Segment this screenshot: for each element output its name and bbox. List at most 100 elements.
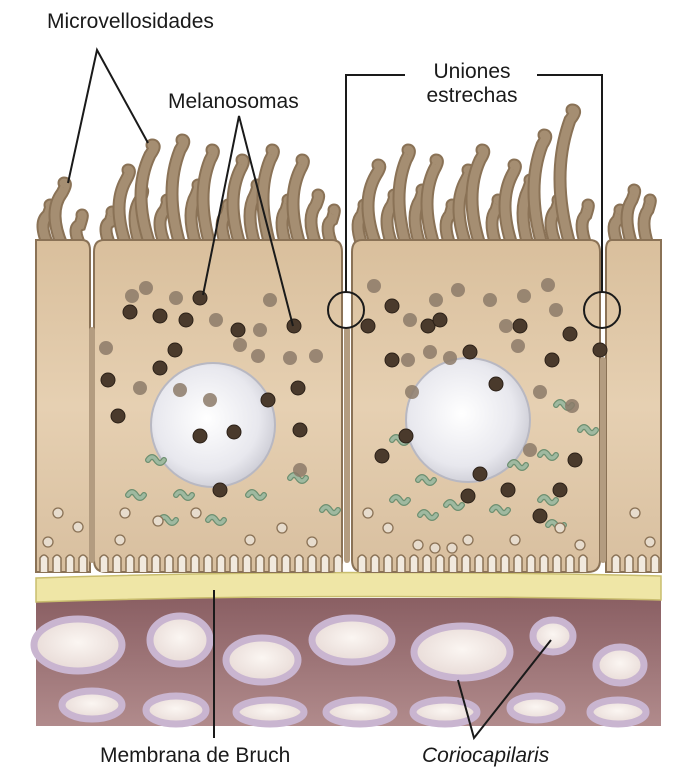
melanosome xyxy=(261,393,275,407)
basal-fold xyxy=(66,555,74,572)
melanosome xyxy=(541,278,555,292)
vesicle xyxy=(307,537,317,547)
basal-fold xyxy=(410,555,418,572)
melanosome xyxy=(293,463,307,477)
melanosome xyxy=(401,353,415,367)
melanosome xyxy=(545,353,559,367)
vesicle xyxy=(115,535,125,545)
basal-fold xyxy=(126,555,134,572)
vesicle xyxy=(447,543,457,553)
melanosome xyxy=(123,305,137,319)
capillary xyxy=(533,620,573,652)
basal-fold xyxy=(527,555,535,572)
melanosome xyxy=(533,385,547,399)
capillary xyxy=(596,647,644,683)
melanosome xyxy=(291,381,305,395)
capillary xyxy=(312,618,392,662)
basal-fold xyxy=(178,555,186,572)
capillary xyxy=(236,700,304,724)
basal-fold xyxy=(436,555,444,572)
basal-fold xyxy=(79,555,87,572)
basal-fold xyxy=(256,555,264,572)
basal-fold xyxy=(423,555,431,572)
capillary xyxy=(62,691,122,719)
basal-fold xyxy=(113,555,121,572)
melanosome xyxy=(399,429,413,443)
capillary xyxy=(414,626,510,678)
vesicle xyxy=(43,537,53,547)
melanosome xyxy=(139,281,153,295)
vesicle xyxy=(191,508,201,518)
bruch-membrane-band xyxy=(36,572,661,602)
melanosome xyxy=(253,323,267,337)
vesicle xyxy=(645,537,655,547)
basal-fold xyxy=(449,555,457,572)
basal-fold xyxy=(40,555,48,572)
vesicle xyxy=(73,522,83,532)
basal-fold xyxy=(295,555,303,572)
basal-fold xyxy=(243,555,251,572)
melanosome xyxy=(385,353,399,367)
melanosome xyxy=(513,319,527,333)
basal-fold xyxy=(282,555,290,572)
melanosome xyxy=(549,303,563,317)
basal-fold xyxy=(217,555,225,572)
melanosome xyxy=(209,313,223,327)
capillary xyxy=(34,619,122,671)
vesicle xyxy=(413,540,423,550)
melanosome xyxy=(483,293,497,307)
basal-fold xyxy=(100,555,108,572)
basal-fold xyxy=(53,555,61,572)
melanosome xyxy=(169,291,183,305)
basal-fold xyxy=(579,555,587,572)
basal-fold xyxy=(269,555,277,572)
basal-fold xyxy=(139,555,147,572)
vesicle xyxy=(120,508,130,518)
melanosome xyxy=(179,313,193,327)
melanosome xyxy=(125,289,139,303)
basal-fold xyxy=(553,555,561,572)
melanosome xyxy=(193,291,207,305)
cell-left-partial xyxy=(36,240,90,572)
basal-fold xyxy=(371,555,379,572)
capillary xyxy=(226,638,298,682)
melanosome xyxy=(283,351,297,365)
vesicle xyxy=(555,523,565,533)
melanosome xyxy=(287,319,301,333)
melanosome xyxy=(593,343,607,357)
label-melanosomes: Melanosomas xyxy=(168,90,299,114)
melanosome xyxy=(433,313,447,327)
melanosome xyxy=(153,361,167,375)
melanosome xyxy=(233,338,247,352)
melanosome xyxy=(443,351,457,365)
nucleus-1 xyxy=(151,363,275,487)
melanosome xyxy=(263,293,277,307)
vesicle xyxy=(153,516,163,526)
basal-fold xyxy=(321,555,329,572)
basal-fold xyxy=(358,555,366,572)
capillary xyxy=(510,696,562,720)
label-choriocapillaris: Coriocapilaris xyxy=(422,744,549,768)
vesicle xyxy=(383,523,393,533)
melanosome xyxy=(451,283,465,297)
melanosome xyxy=(489,377,503,391)
melanosome xyxy=(293,423,307,437)
basal-fold xyxy=(475,555,483,572)
capillary xyxy=(146,696,206,724)
basal-fold xyxy=(165,555,173,572)
basal-fold xyxy=(191,555,199,572)
cell-right-partial xyxy=(606,240,661,572)
melanosome xyxy=(173,383,187,397)
melanosome xyxy=(375,449,389,463)
vesicle xyxy=(277,523,287,533)
capillary xyxy=(150,616,210,664)
melanosome xyxy=(499,319,513,333)
melanosome xyxy=(511,339,525,353)
vesicle xyxy=(510,535,520,545)
basal-fold xyxy=(397,555,405,572)
vesicle xyxy=(53,508,63,518)
basal-fold xyxy=(230,555,238,572)
vesicle xyxy=(463,535,473,545)
basal-fold xyxy=(612,555,620,572)
melanosome xyxy=(463,345,477,359)
